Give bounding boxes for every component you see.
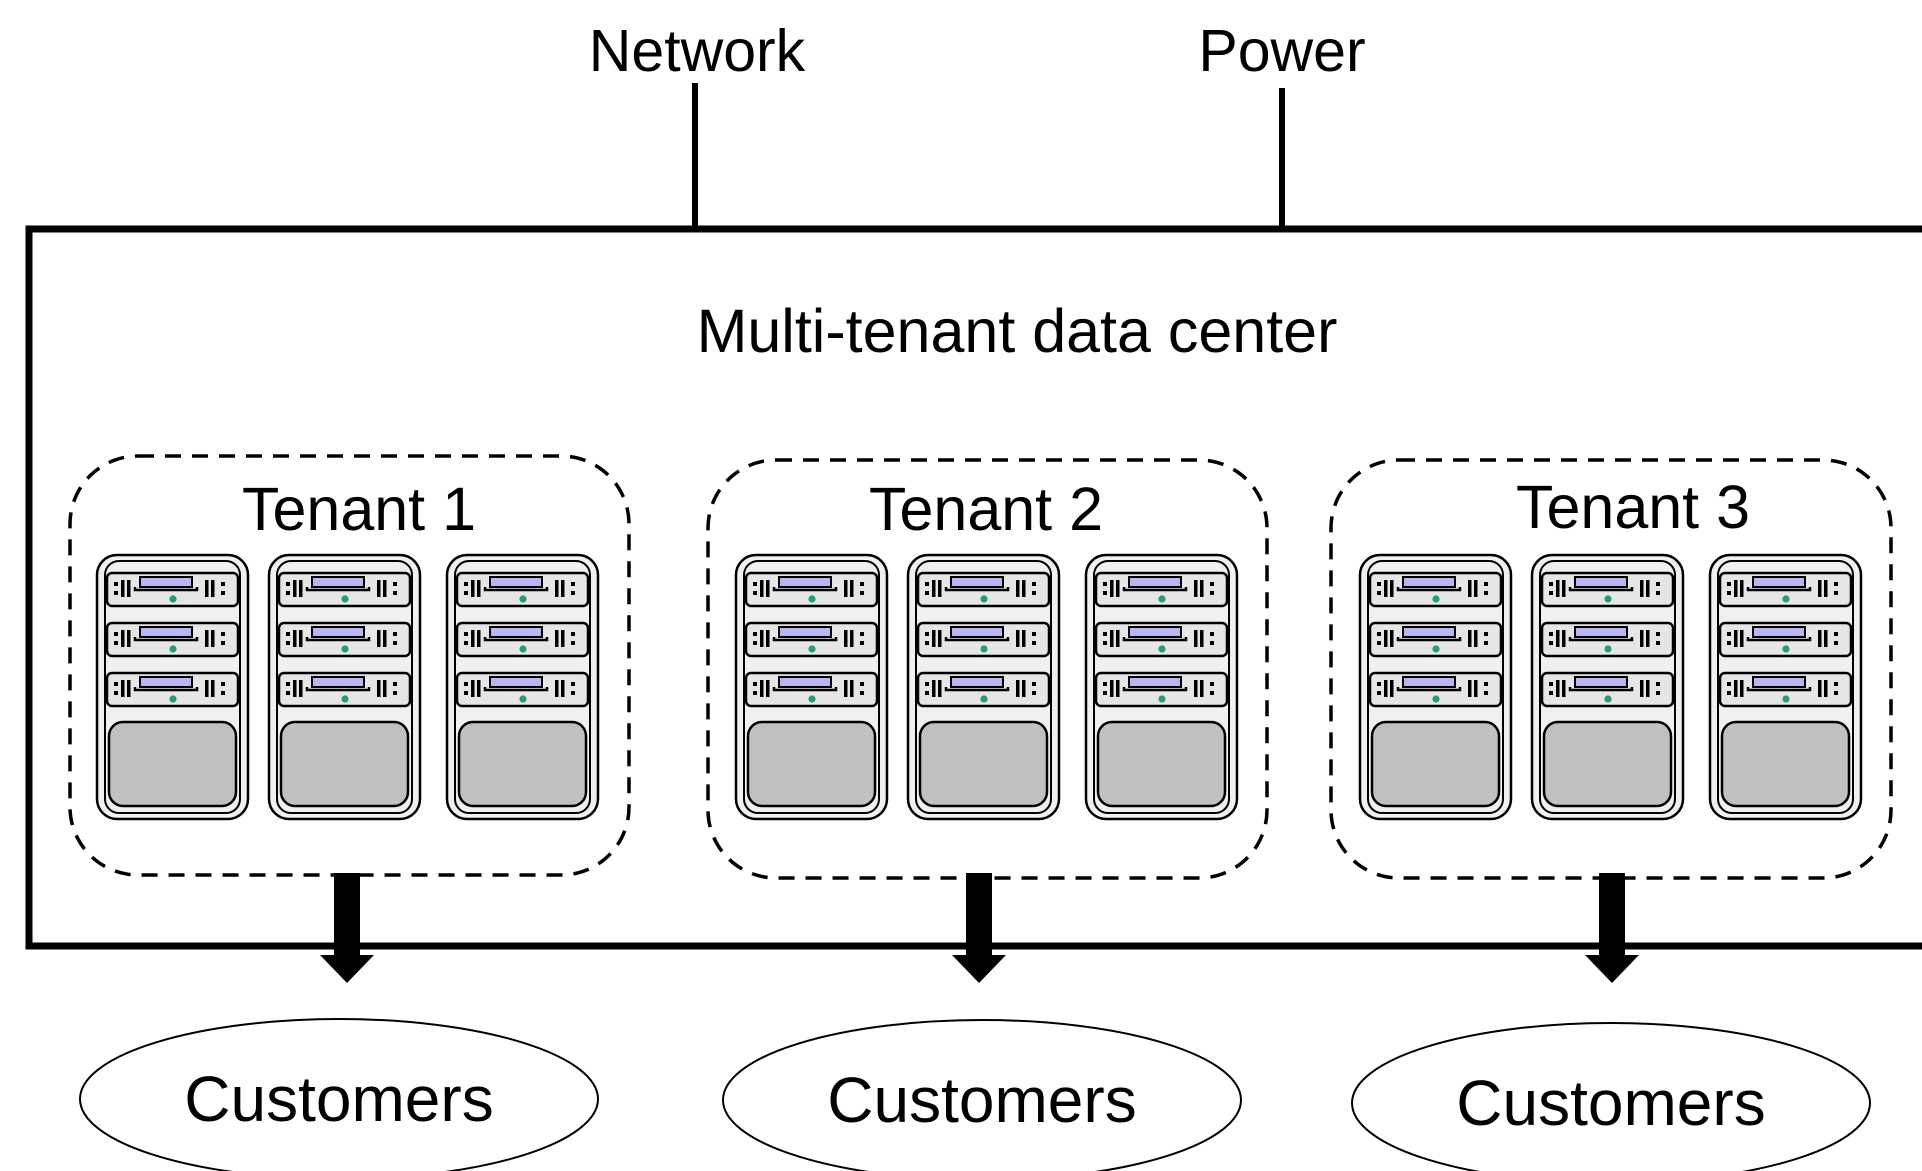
customers-label: Customers [827, 1064, 1136, 1136]
server-rack [447, 555, 598, 819]
power-label: Power [1198, 18, 1365, 84]
down-arrow-icon [1585, 873, 1639, 983]
server-rack [1086, 555, 1237, 819]
server-rack [1360, 555, 1511, 819]
down-arrow-icon [320, 873, 374, 983]
server-rack [908, 555, 1059, 819]
server-rack [736, 555, 887, 819]
tenant-group-3: Tenant 3 [1329, 458, 1893, 880]
down-arrow-icon [952, 873, 1006, 983]
server-rack [97, 555, 248, 819]
customers-node-2: Customers [722, 1019, 1242, 1171]
tenant-label: Tenant 1 [242, 475, 476, 543]
tenant-label: Tenant 3 [1516, 473, 1750, 541]
tenant-group-2: Tenant 2 [706, 458, 1269, 880]
server-rack [1532, 555, 1683, 819]
network-label: Network [589, 18, 806, 84]
data-center-title: Multi-tenant data center [697, 297, 1338, 365]
customers-node-1: Customers [79, 1018, 599, 1171]
customers-label: Customers [184, 1063, 493, 1135]
server-rack [269, 555, 420, 819]
customers-node-3: Customers [1351, 1022, 1871, 1171]
tenant-group-1: Tenant 1 [68, 454, 631, 877]
server-rack [1710, 555, 1861, 819]
tenant-label: Tenant 2 [869, 475, 1103, 543]
customers-label: Customers [1456, 1067, 1765, 1139]
